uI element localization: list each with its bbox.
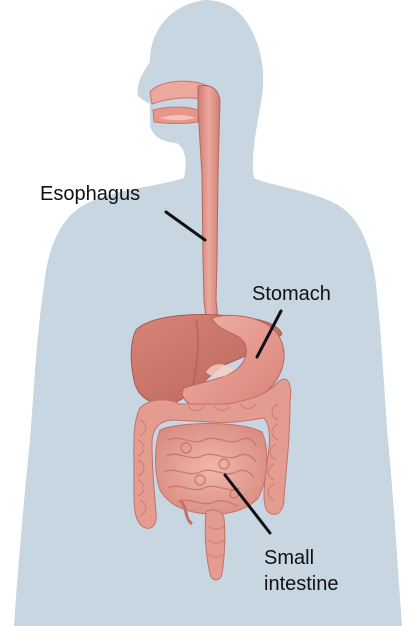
small-intestine [156,424,267,515]
label-stomach: Stomach [252,283,331,305]
label-esophagus: Esophagus [40,183,140,205]
label-small-intestine-line2: intestine [264,573,339,595]
label-small-intestine-line1: Small [264,547,314,569]
